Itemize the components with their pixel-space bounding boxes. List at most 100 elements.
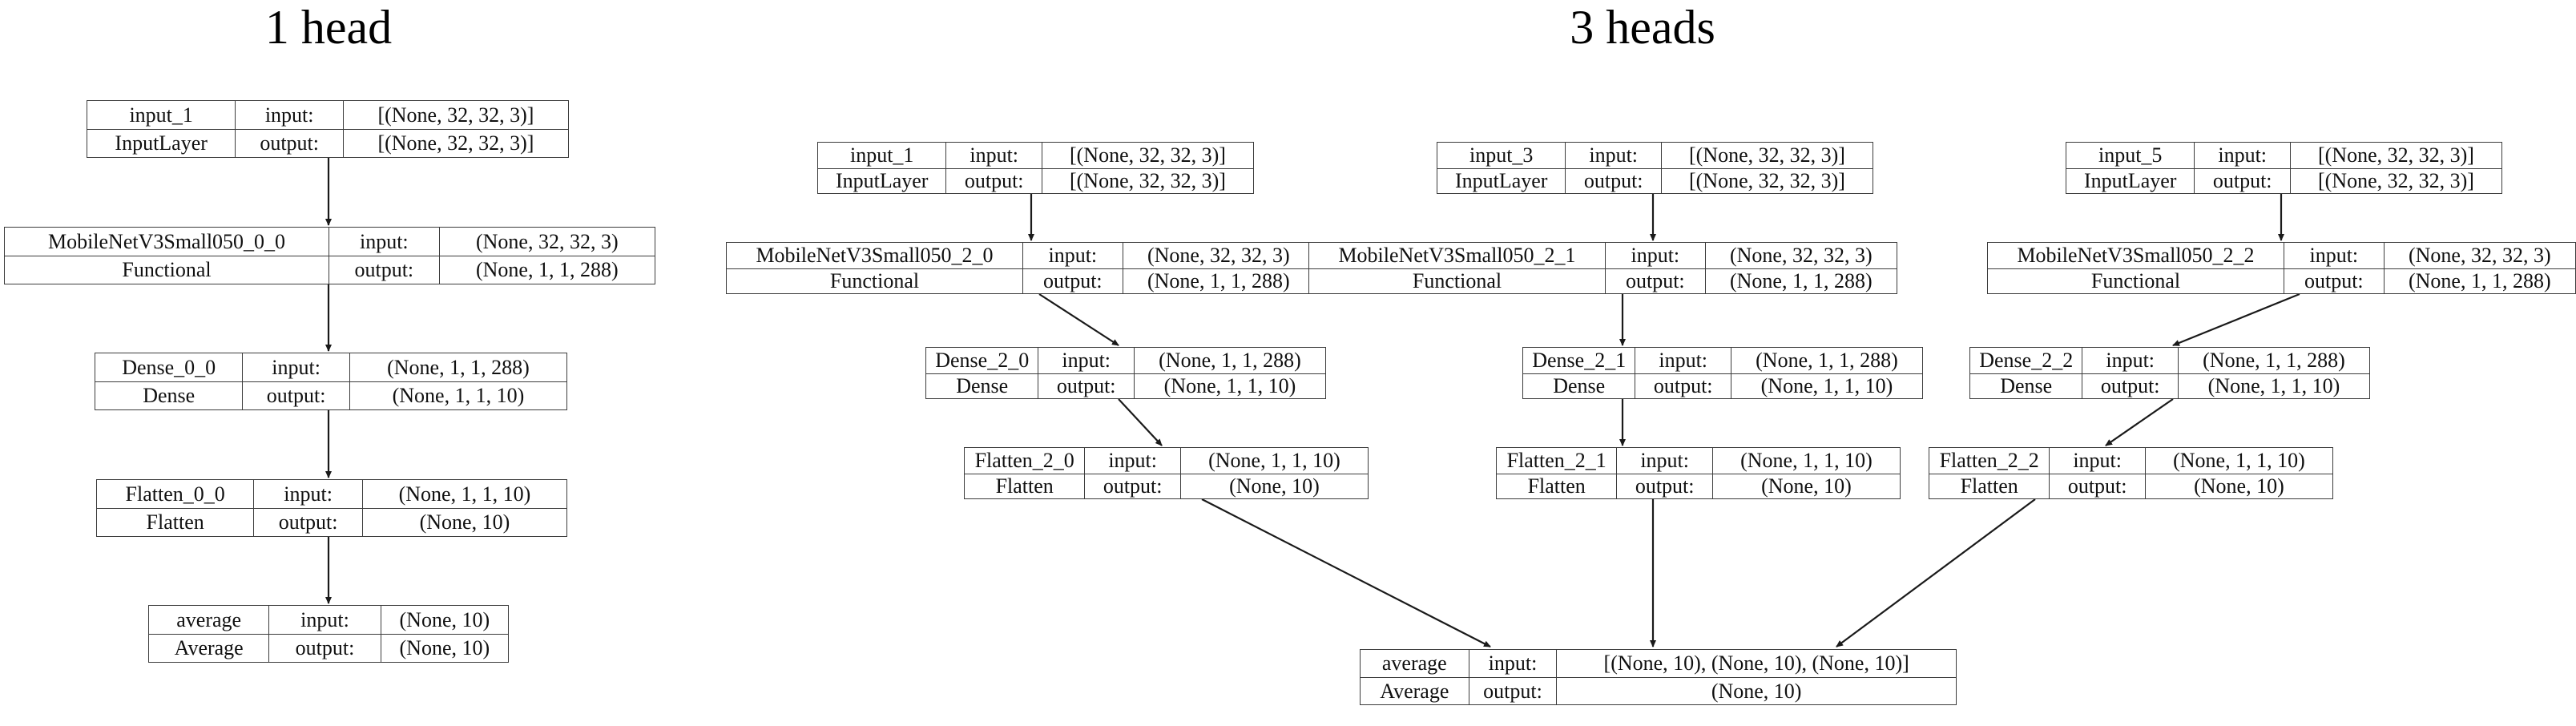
three-heads-dense-2-1-node-in_val: (None, 1, 1, 288)	[1730, 348, 1922, 373]
three-heads-flatten-2-2-node-type: Flatten	[1960, 474, 2018, 498]
three-heads-mobilenet-2-0-node-out_key: output:	[1022, 268, 1123, 293]
one-head-input_1-node-in_val: [(None, 32, 32, 3)]	[342, 101, 568, 129]
one-head-average-node-out_key: output:	[268, 635, 380, 662]
one-head-flatten-0-0-node-out_key: output:	[253, 509, 362, 536]
one-head-mobilenet-0-0-node-out_val: (None, 1, 1, 288)	[438, 256, 655, 284]
three-heads-dense-2-1-node-label: Dense_2_1	[1532, 348, 1627, 372]
one-head-flatten-0-0-node-in_key: input:	[253, 480, 362, 508]
one-head-mobilenet-0-0-node-in_val: (None, 32, 32, 3)	[438, 228, 655, 256]
three-heads-input-1-node-type: InputLayer	[835, 168, 929, 192]
three-heads-dense-2-2-node-out_key: output:	[2082, 373, 2178, 398]
three-heads-mobilenet-2-2-node-label: MobileNetV3Small050_2_2	[2017, 243, 2255, 267]
one-head-dense-0-0-node-out_val: (None, 1, 1, 10)	[349, 382, 566, 409]
three-heads-average-node-out_key: output:	[1468, 678, 1557, 704]
three-heads-flatten-2-2-node-out_key: output:	[2049, 474, 2145, 498]
three-heads-input-5-node-out_key: output:	[2194, 168, 2290, 193]
one-head-flatten-0-0-node-in_val: (None, 1, 1, 10)	[361, 480, 566, 508]
panel-title-one-head: 1 head	[264, 1, 393, 54]
three-heads-average-node-type: Average	[1380, 679, 1449, 703]
three-heads-mobilenet-2-1-node[interactable]: MobileNetV3Small050_2_1 input:(None, 32, …	[1308, 242, 1897, 294]
three-heads-mobilenet-2-2-node-out_key: output:	[2283, 268, 2384, 293]
three-heads-edge-dense20-to-flatten20	[1118, 398, 1163, 446]
three-heads-input-1-node-out_val: [(None, 32, 32, 3)]	[1041, 168, 1253, 193]
three-heads-input-3-node-out_key: output:	[1565, 168, 1661, 193]
one-head-dense-0-0-node-out_key: output:	[242, 382, 349, 409]
three-heads-dense-2-2-node-out_val: (None, 1, 1, 10)	[2177, 373, 2369, 398]
one-head-input_1-node-out_key: output:	[235, 130, 343, 157]
three-heads-flatten-2-1-node-out_key: output:	[1616, 474, 1712, 498]
three-heads-dense-2-0-node-type: Dense	[956, 373, 1009, 397]
one-head-dense-0-0-node-label: Dense_0_0	[122, 355, 216, 379]
three-heads-mobilenet-2-0-node-in_key: input:	[1022, 243, 1123, 268]
three-heads-flatten-2-0-node-type: Flatten	[995, 474, 1054, 498]
three-heads-input-1-node-in_val: [(None, 32, 32, 3)]	[1041, 143, 1253, 168]
three-heads-average-node-in_key: input:	[1468, 650, 1557, 677]
one-head-average-node-label: average	[176, 607, 242, 631]
three-heads-dense-2-2-node-in_key: input:	[2082, 348, 2178, 373]
one-head-flatten-0-0-node-out_val: (None, 10)	[361, 509, 566, 536]
three-heads-dense-2-1-node-in_key: input:	[1635, 348, 1731, 373]
three-heads-flatten-2-0-node-out_key: output:	[1084, 474, 1180, 498]
three-heads-input-3-node-out_val: [(None, 32, 32, 3)]	[1660, 168, 1873, 193]
panel-title-three-heads: 3 heads	[1570, 1, 1715, 54]
three-heads-dense-2-0-node-out_val: (None, 1, 1, 10)	[1133, 373, 1325, 398]
three-heads-dense-2-0-node-label: Dense_2_0	[935, 348, 1030, 372]
three-heads-flatten-2-2-node-label: Flatten_2_2	[1939, 448, 2039, 472]
three-heads-mobilenet-2-1-node-out_val: (None, 1, 1, 288)	[1704, 268, 1897, 293]
three-heads-input-3-node-in_key: input:	[1565, 143, 1661, 168]
three-heads-dense-2-0-node-in_key: input:	[1038, 348, 1134, 373]
three-heads-flatten-2-0-node-label: Flatten_2_0	[974, 448, 1074, 472]
one-head-dense-0-0-node-in_key: input:	[242, 353, 349, 381]
three-heads-average-node-out_val: (None, 10)	[1556, 678, 1956, 704]
one-head-flatten-0-0-node-type: Flatten	[146, 510, 204, 534]
three-heads-flatten-2-2-node-out_val: (None, 10)	[2144, 474, 2332, 498]
three-heads-input-5-node-in_val: [(None, 32, 32, 3)]	[2289, 143, 2501, 168]
three-heads-mobilenet-2-1-node-label: MobileNetV3Small050_2_1	[1338, 243, 1576, 267]
three-heads-dense-2-1-node-out_val: (None, 1, 1, 10)	[1730, 373, 1922, 398]
three-heads-mobilenet-2-1-node-in_key: input:	[1604, 243, 1705, 268]
one-head-mobilenet-0-0-node-in_key: input:	[329, 228, 439, 256]
one-head-input_1-node-type: InputLayer	[115, 131, 208, 155]
one-head-average-node-in_val: (None, 10)	[380, 606, 508, 634]
three-heads-mobilenet-2-0-node-out_val: (None, 1, 1, 288)	[1122, 268, 1314, 293]
three-heads-dense-2-2-node-type: Dense	[2000, 373, 2053, 397]
three-heads-mobilenet-2-2-node-in_val: (None, 32, 32, 3)	[2383, 243, 2575, 268]
three-heads-flatten-2-2-node-in_val: (None, 1, 1, 10)	[2144, 448, 2332, 474]
three-heads-mobilenet-2-0-node-type: Functional	[829, 268, 920, 292]
three-heads-flatten-2-1-node-in_val: (None, 1, 1, 10)	[1711, 448, 1900, 474]
three-heads-mobilenet-2-1-node-in_val: (None, 32, 32, 3)	[1704, 243, 1897, 268]
three-heads-input-5-node-out_val: [(None, 32, 32, 3)]	[2289, 168, 2501, 193]
three-heads-dense-2-0-node-out_key: output:	[1038, 373, 1134, 398]
three-heads-dense-2-1-node-out_key: output:	[1635, 373, 1731, 398]
three-heads-mobilenet-2-1-node-type: Functional	[1412, 268, 1502, 292]
one-head-input_1-node-label: input_1	[129, 103, 193, 127]
three-heads-flatten-2-1-node-label: Flatten_2_1	[1506, 448, 1606, 472]
three-heads-input-1-node-out_key: output:	[945, 168, 1042, 193]
one-head-average-node-type: Average	[174, 636, 244, 659]
three-heads-edge-dense22-to-flatten22	[2105, 398, 2174, 446]
three-heads-mobilenet-2-0-node-label: MobileNetV3Small050_2_0	[756, 243, 994, 267]
three-heads-average-node-in_val: [(None, 10), (None, 10), (None, 10)]	[1556, 650, 1956, 677]
three-heads-input-3-node-type: InputLayer	[1454, 168, 1548, 192]
three-heads-input-3-node-in_val: [(None, 32, 32, 3)]	[1660, 143, 1873, 168]
three-heads-flatten-2-1-node-out_val: (None, 10)	[1711, 474, 1900, 498]
three-heads-input-5-node-label: input_5	[2098, 143, 2163, 167]
